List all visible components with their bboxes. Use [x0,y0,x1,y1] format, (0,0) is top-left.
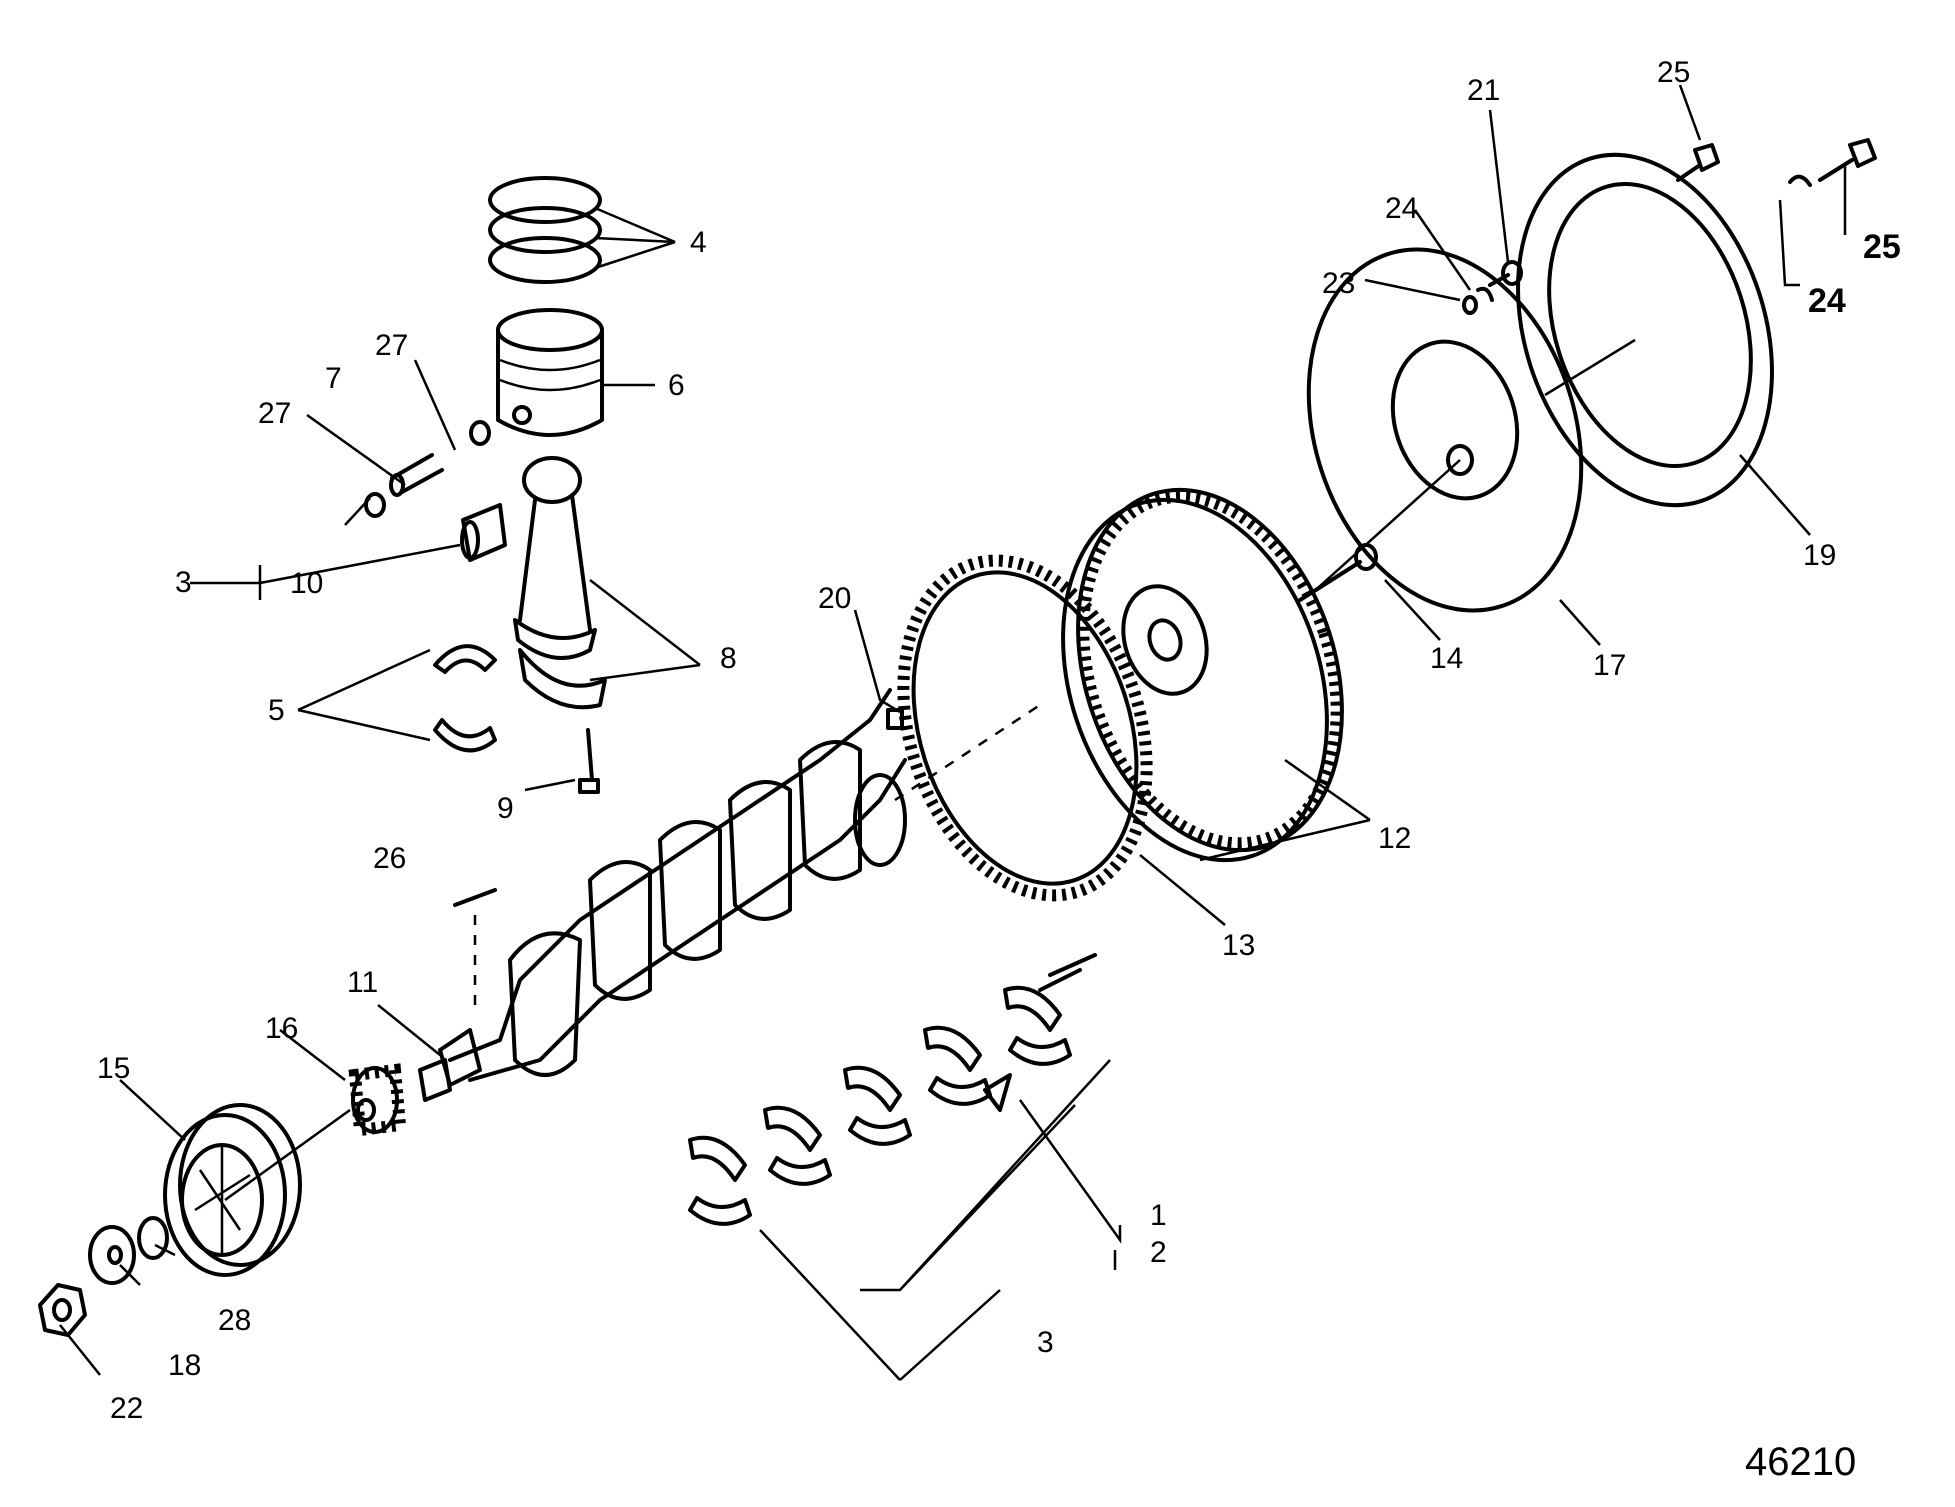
flex-plate [1306,247,1584,613]
crankshaft-sprocket [348,1063,407,1137]
label-12: 12 [1378,822,1411,855]
crankshaft [418,688,907,1102]
rod-bolt [578,728,600,794]
pulley-nut [38,1283,87,1337]
label-25-upper: 25 [1657,56,1690,89]
adapter-lockwasher [1788,174,1812,187]
crankshaft-key [453,888,497,907]
pulley-washer [88,1225,136,1285]
part-labels: 1 2 3 3 4 5 6 7 8 9 10 11 12 13 14 15 16… [97,56,1901,1425]
pulley-o-ring [137,1216,169,1260]
label-27-upper: 27 [375,329,408,362]
label-5: 5 [268,694,285,727]
label-2: 2 [1150,1236,1167,1269]
label-9: 9 [497,792,514,825]
adapter-bolt-right [1818,138,1877,182]
label-6: 6 [668,369,685,402]
drawing-number: 46210 [1745,1440,1857,1484]
label-4: 4 [690,226,707,259]
label-18: 18 [168,1349,201,1382]
flywheel [1061,487,1344,863]
label-21: 21 [1467,74,1500,107]
label-25-right: 25 [1863,228,1901,266]
label-24-left: 24 [1385,192,1418,225]
piston-rings [488,176,602,284]
label-15: 15 [97,1052,130,1085]
rod-bearing-upper [433,644,497,674]
adapter-plate [1516,152,1774,508]
label-17: 17 [1593,649,1626,682]
label-19: 19 [1803,539,1836,572]
label-28: 28 [218,1304,251,1337]
adapter-bolt-upper [1676,143,1720,182]
label-10: 10 [290,567,323,600]
main-bearings [688,953,1097,1226]
spacer [1462,295,1478,315]
label-14: 14 [1430,642,1463,675]
pin-retainer-lower [364,492,386,518]
label-23: 23 [1322,267,1355,300]
harmonic-balancer-pulley [163,1103,302,1277]
label-3-rod: 3 [175,566,192,599]
label-13: 13 [1222,929,1255,962]
leader-lines [59,84,1847,1381]
label-8: 8 [720,642,737,675]
flywheel-ring-gear [897,554,1153,902]
label-16: 16 [265,1012,298,1045]
lockwasher [1476,286,1494,302]
label-27-lower: 27 [258,397,291,430]
label-11: 11 [347,966,378,999]
label-24-right: 24 [1808,282,1846,320]
pin-bushing [460,503,507,562]
piston-pin [389,453,444,497]
piston [496,308,604,437]
label-1: 1 [1150,1199,1167,1232]
label-20: 20 [818,582,851,615]
label-22: 22 [110,1392,143,1425]
connecting-rod [513,456,607,710]
label-3-main: 3 [1037,1326,1054,1359]
flex-plate-bolt [1488,260,1523,287]
label-26: 26 [373,842,406,875]
pin-retainer-upper [469,420,491,446]
rod-bearing-lower [433,718,497,753]
label-7: 7 [325,362,342,395]
